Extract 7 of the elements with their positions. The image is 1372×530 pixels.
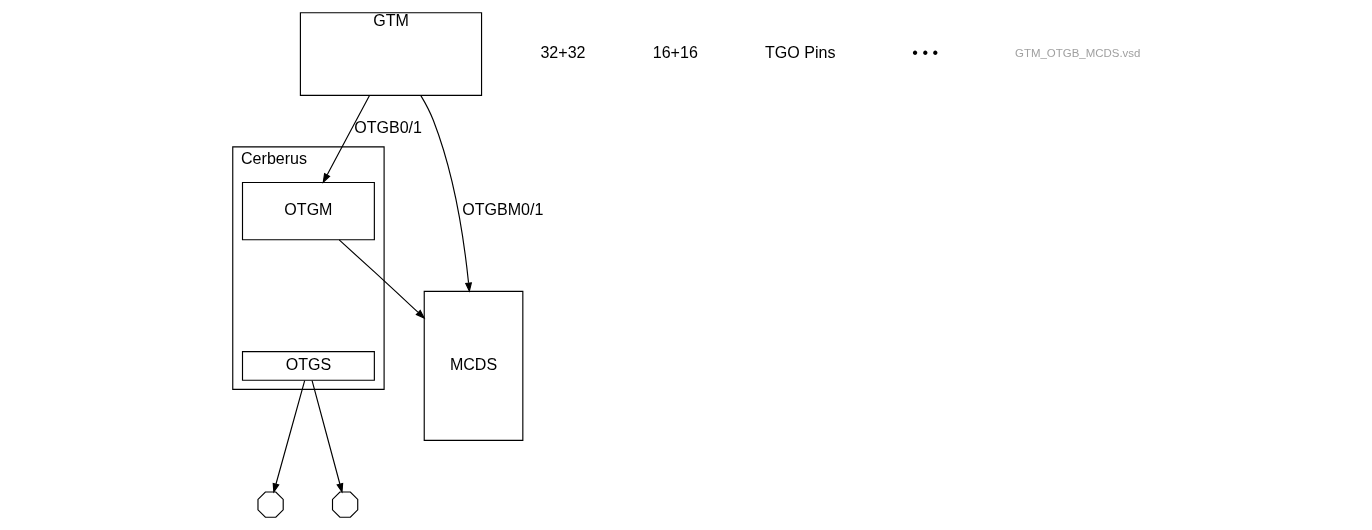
label: GTM_OTGB_MCDS.vsd	[1014, 46, 1140, 59]
edge-label: OTGBM0/1	[461, 200, 543, 219]
label: 32+32	[539, 43, 585, 62]
edge-label: OTGB0/1	[353, 118, 422, 137]
label: 16+16	[652, 43, 698, 62]
label: • • •	[911, 43, 938, 62]
label: TGO Pins	[764, 43, 836, 62]
